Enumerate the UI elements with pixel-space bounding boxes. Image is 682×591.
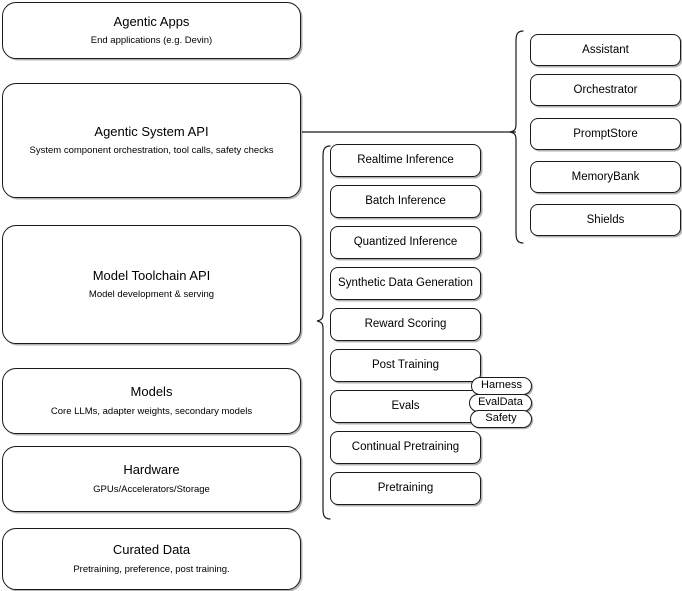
capability-label: Synthetic Data Generation xyxy=(338,277,473,290)
evals-pill-label: EvalData xyxy=(478,396,523,409)
capability-label: Batch Inference xyxy=(365,195,446,208)
capability-post-training[interactable]: Post Training xyxy=(330,349,481,382)
evals-pill-label: Safety xyxy=(485,412,517,425)
capability-batch-inference[interactable]: Batch Inference xyxy=(330,185,481,218)
capability-evals[interactable]: Evals xyxy=(330,390,481,423)
capability-label: Quantized Inference xyxy=(353,236,458,249)
component-label: PromptStore xyxy=(573,127,638,140)
layer-title: Agentic Apps xyxy=(113,13,190,29)
component-label: Shields xyxy=(586,213,625,226)
layer-curated-data[interactable]: Curated Data Pretraining, preference, po… xyxy=(2,528,301,590)
component-memorybank[interactable]: MemoryBank xyxy=(530,161,681,193)
layer-subtitle: End applications (e.g. Devin) xyxy=(90,35,213,47)
layer-agentic-system-api[interactable]: Agentic System API System component orch… xyxy=(2,83,301,198)
layer-title: Agentic System API xyxy=(94,123,209,139)
component-shields[interactable]: Shields xyxy=(530,204,681,236)
layer-subtitle: Core LLMs, adapter weights, secondary mo… xyxy=(50,405,253,417)
component-assistant[interactable]: Assistant xyxy=(530,34,681,66)
component-label: MemoryBank xyxy=(571,170,640,183)
evals-pill-harness[interactable]: Harness xyxy=(471,377,532,395)
brace-toolchain-capabilities xyxy=(316,145,331,520)
component-orchestrator[interactable]: Orchestrator xyxy=(530,74,681,106)
capability-quantized-inference[interactable]: Quantized Inference xyxy=(330,226,481,259)
layer-subtitle: System component orchestration, tool cal… xyxy=(29,145,274,157)
layer-model-toolchain-api[interactable]: Model Toolchain API Model development & … xyxy=(2,225,301,344)
layer-subtitle: GPUs/Accelerators/Storage xyxy=(93,483,210,495)
layer-subtitle: Pretraining, preference, post training. xyxy=(73,563,230,575)
capability-label: Continual Pretraining xyxy=(351,441,460,454)
capability-label: Evals xyxy=(391,400,420,413)
layer-agentic-apps[interactable]: Agentic Apps End applications (e.g. Devi… xyxy=(2,2,301,59)
layer-title: Hardware xyxy=(123,462,180,478)
brace-system-components xyxy=(509,30,524,244)
component-promptstore[interactable]: PromptStore xyxy=(530,118,681,150)
capability-realtime-inference[interactable]: Realtime Inference xyxy=(330,144,481,177)
evals-pill-label: Harness xyxy=(481,379,522,392)
component-label: Orchestrator xyxy=(573,83,638,96)
capability-label: Pretraining xyxy=(377,482,434,495)
capability-synthetic-data-generation[interactable]: Synthetic Data Generation xyxy=(330,267,481,300)
capability-label: Post Training xyxy=(371,359,440,372)
capability-continual-pretraining[interactable]: Continual Pretraining xyxy=(330,431,481,464)
capability-label: Realtime Inference xyxy=(357,154,454,167)
layer-subtitle: Model development & serving xyxy=(88,289,215,301)
layer-title: Models xyxy=(130,384,173,400)
capability-label: Reward Scoring xyxy=(364,318,447,331)
layer-hardware[interactable]: Hardware GPUs/Accelerators/Storage xyxy=(2,446,301,512)
layer-title: Curated Data xyxy=(112,542,191,558)
component-label: Assistant xyxy=(582,43,629,56)
capability-reward-scoring[interactable]: Reward Scoring xyxy=(330,308,481,341)
layer-title: Model Toolchain API xyxy=(92,267,211,283)
evals-pill-safety[interactable]: Safety xyxy=(470,410,532,428)
layer-models[interactable]: Models Core LLMs, adapter weights, secon… xyxy=(2,368,301,434)
capability-pretraining[interactable]: Pretraining xyxy=(330,472,481,505)
